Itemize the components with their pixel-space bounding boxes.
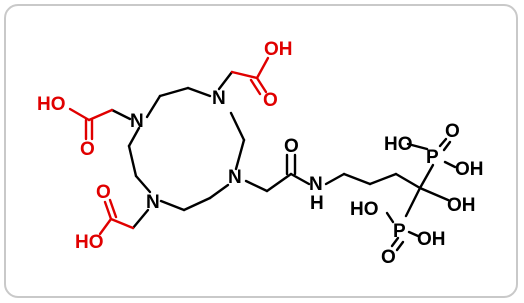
carboxyl-top-hydroxyl-label: OH — [264, 39, 293, 60]
carbon-hydroxyl-label: OH — [447, 195, 476, 216]
image-frame — [4, 4, 518, 298]
carboxyl-bottom-hydroxyl-label: HO — [75, 232, 104, 253]
carboxyl-top-oxygen-label: O — [263, 90, 278, 111]
phosphonate-bottom-oh-label: OH — [417, 229, 446, 250]
amide-oxygen-label: O — [284, 136, 299, 157]
nitrogen-left-label: N — [130, 111, 144, 132]
nitrogen-top-label: N — [212, 88, 226, 109]
phosphonate-top-ho-label: HO — [384, 134, 413, 155]
carboxyl-left-hydroxyl-label: HO — [37, 94, 66, 115]
acid-bonds — [68, 56, 270, 236]
amide-hydrogen-label: H — [310, 193, 324, 214]
phosphonate-top-oxygen-label: O — [445, 121, 460, 142]
amide-nitrogen-label: N — [309, 174, 323, 195]
phosphonate-bottom-ho-label: HO — [350, 199, 379, 220]
nitrogen-right-label: N — [228, 167, 242, 188]
nitrogen-bottom-label: N — [146, 192, 160, 213]
carboxyl-left-oxygen-label: O — [80, 139, 95, 160]
phosphorus-top-label: P — [426, 147, 439, 168]
phosphonate-top-oh-label: OH — [455, 159, 484, 180]
black-bonds — [110, 70, 457, 252]
carboxyl-bottom-oxygen-label: O — [96, 182, 111, 203]
phosphorus-bottom-label: P — [393, 221, 406, 242]
atom-labels: N N N N N H O OH O HO O O HO P HO O OH O… — [37, 39, 484, 268]
phosphonate-bottom-oxygen-label: O — [381, 247, 396, 268]
